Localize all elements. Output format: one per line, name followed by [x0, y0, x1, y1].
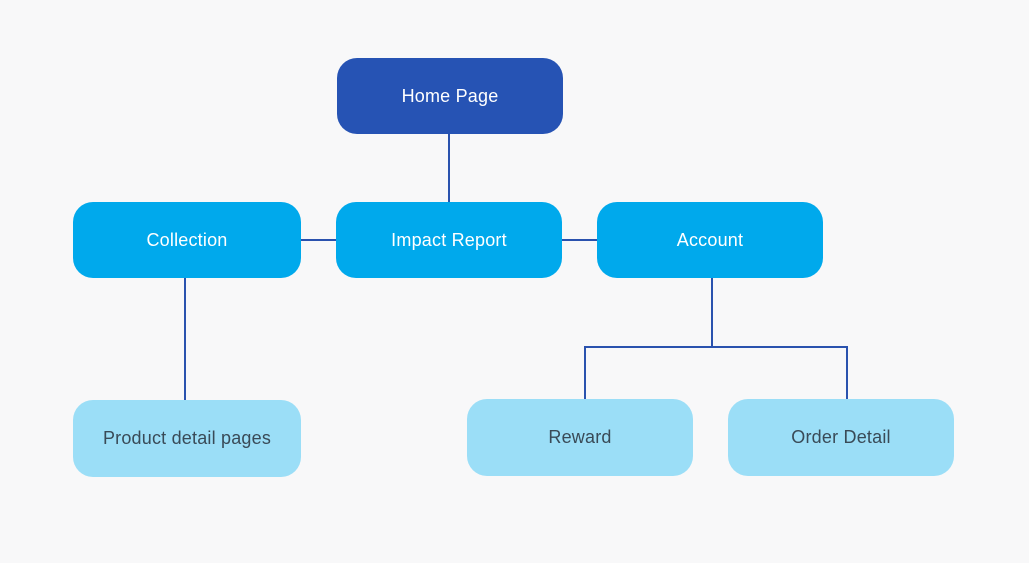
node-reward-label: Reward — [548, 427, 612, 447]
node-impact-report: Impact Report — [336, 202, 562, 278]
edge-account-to-reward — [584, 278, 713, 399]
edge-account-to-order-detail — [711, 278, 848, 399]
node-order-detail-label: Order Detail — [791, 427, 891, 447]
node-collection: Collection — [73, 202, 301, 278]
node-impact-report-label: Impact Report — [391, 229, 507, 250]
node-product-detail-pages: Product detail pages — [73, 400, 301, 477]
node-home-page-label: Home Page — [401, 85, 499, 106]
node-product-detail-pages-label: Product detail pages — [102, 428, 272, 448]
node-home-page: Home Page — [337, 58, 563, 134]
node-account-label: Account — [676, 229, 744, 250]
node-account: Account — [597, 202, 823, 278]
node-order-detail: Order Detail — [728, 399, 954, 476]
node-collection-label: Collection — [146, 229, 228, 250]
node-reward: Reward — [467, 399, 693, 476]
